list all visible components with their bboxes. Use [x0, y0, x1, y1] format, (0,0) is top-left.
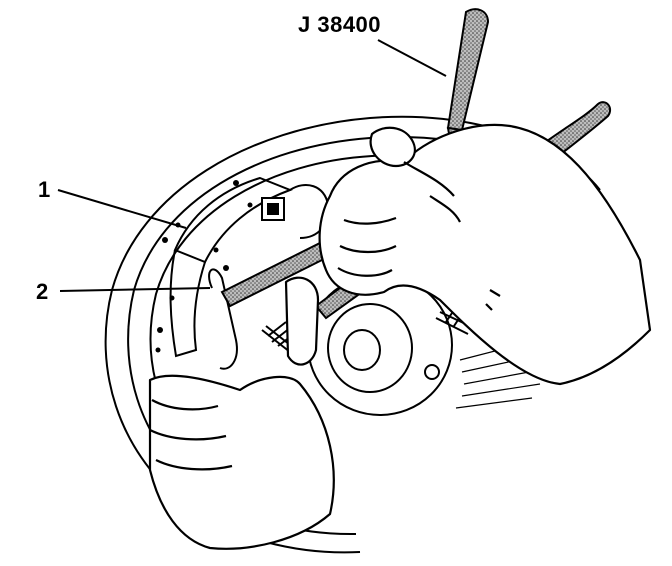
shoe-retainer	[261, 184, 330, 239]
leader-line-2	[59, 287, 211, 292]
lower-hand	[148, 276, 335, 550]
upper-hand	[318, 123, 652, 386]
tool-number-label: J 38400	[298, 12, 382, 37]
leader-line-tool	[377, 39, 447, 77]
wheel-studs	[261, 309, 471, 353]
callout-1-label: 1	[38, 177, 51, 202]
spring-hook	[208, 268, 238, 370]
leader-lines	[57, 39, 447, 292]
callout-2-label: 2	[36, 279, 49, 304]
leader-line-1	[57, 189, 187, 229]
hub-flange	[307, 274, 453, 416]
